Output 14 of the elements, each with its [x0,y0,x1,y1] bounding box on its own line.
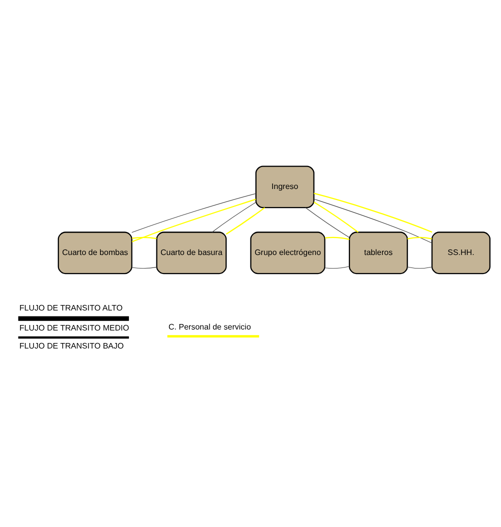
connector [132,193,256,233]
connector [407,236,432,240]
connector [314,198,432,244]
connector [314,192,432,233]
connector [324,236,350,240]
connector [324,266,350,269]
connector [132,266,157,269]
connector [132,198,256,242]
connector [132,236,157,240]
connector [226,207,266,235]
connector [314,202,358,233]
connector [305,207,350,238]
connector [407,266,432,269]
connector [212,202,256,233]
